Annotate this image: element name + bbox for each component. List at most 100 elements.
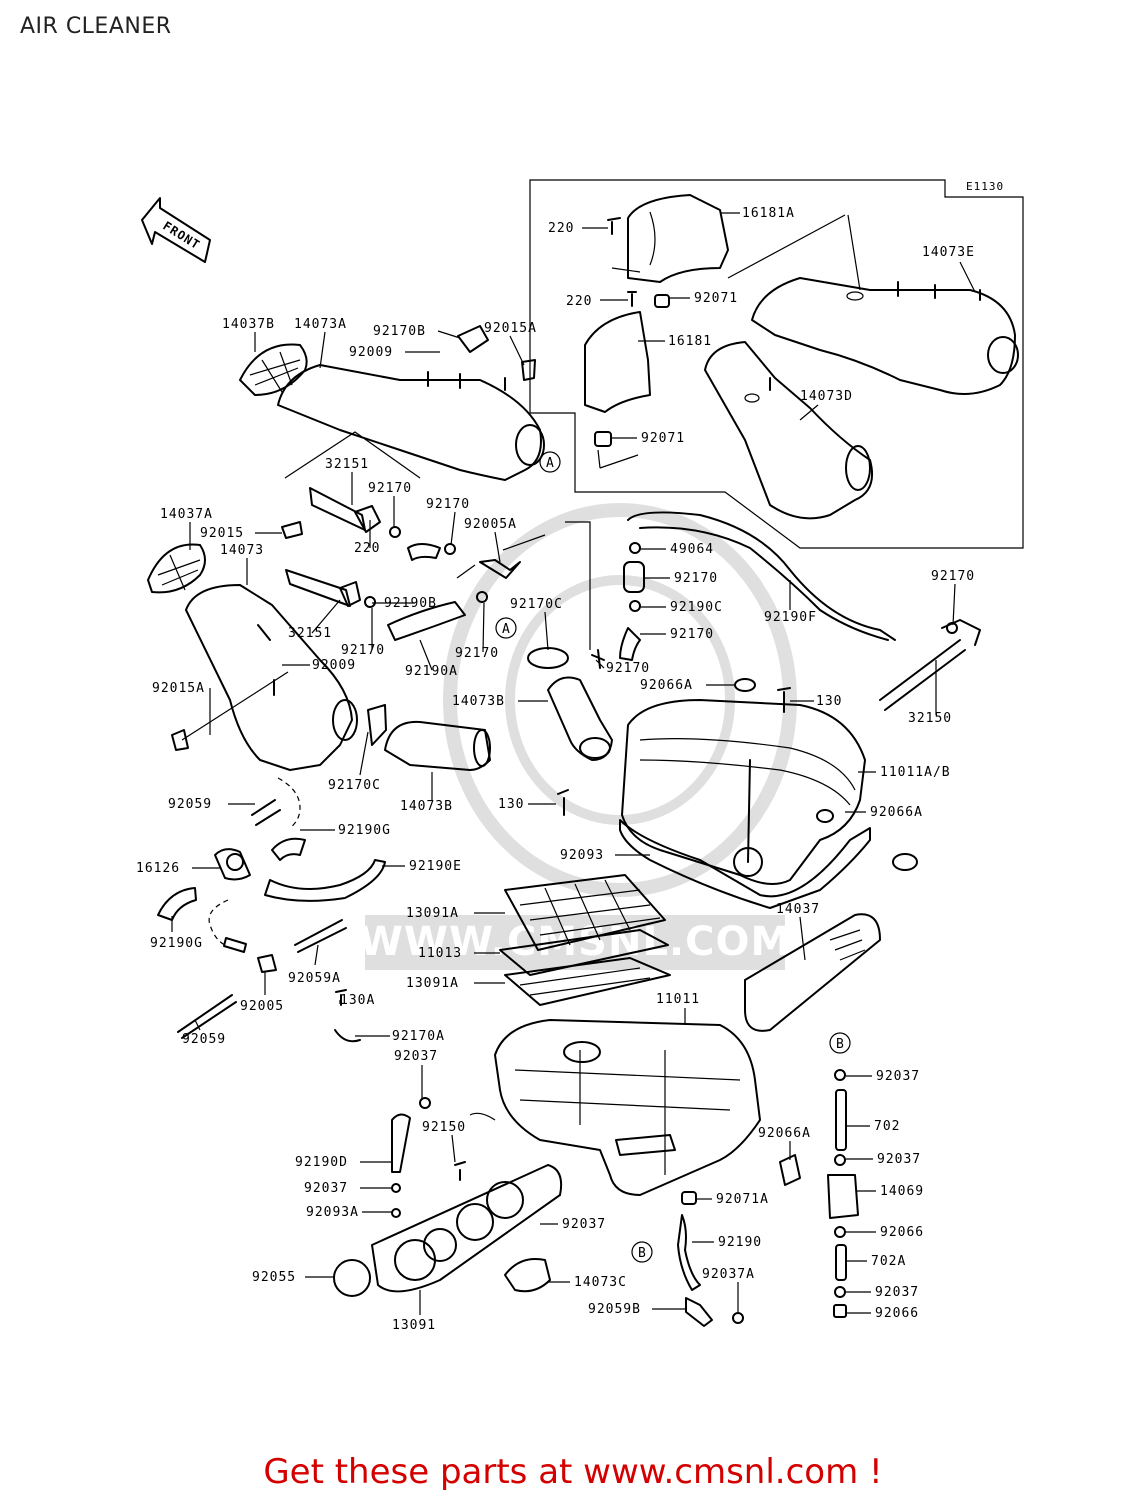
part-number-label: 13091 bbox=[392, 1318, 436, 1333]
part-callout: 32150 bbox=[908, 660, 952, 726]
part-callout: 702A bbox=[846, 1254, 906, 1269]
part-number-label: 702 bbox=[874, 1119, 900, 1134]
part-callout: 92190C bbox=[640, 600, 722, 615]
part-number-label: 92170 bbox=[426, 497, 470, 512]
part-callout: 14073 bbox=[220, 543, 263, 585]
leader-line bbox=[509, 335, 525, 366]
front-arrow-icon: FRONT bbox=[141, 197, 211, 263]
part-callout: 92170 bbox=[645, 571, 717, 586]
part-callout: 92005 bbox=[240, 972, 284, 1014]
part-number-label: 220 bbox=[548, 221, 574, 236]
part-number-label: 92071A bbox=[716, 1192, 769, 1207]
inset-frame bbox=[529, 179, 1024, 549]
part-callout: 92066A bbox=[640, 678, 735, 693]
part-number-label: 92009 bbox=[312, 658, 356, 673]
part-number-label: 11011 bbox=[656, 992, 700, 1007]
part-number-label: 92170 bbox=[931, 569, 975, 584]
part-callout: 14037A bbox=[160, 507, 212, 550]
part-number-label: 220 bbox=[566, 294, 592, 309]
leader-line bbox=[194, 1019, 201, 1031]
part-number-label: 92015A bbox=[152, 681, 205, 696]
figure-code: E1130 bbox=[966, 180, 1004, 193]
part-callout: 92093 bbox=[560, 848, 650, 863]
part-number-label: 92037 bbox=[562, 1217, 606, 1232]
part-number-label: 92190B bbox=[384, 596, 437, 611]
part-callout: 92170A bbox=[355, 1029, 445, 1044]
part-number-label: 92190F bbox=[764, 610, 817, 625]
part-number-label: 702A bbox=[871, 1254, 906, 1269]
part-callout: 14073D bbox=[799, 389, 852, 421]
leader-line bbox=[450, 511, 456, 546]
part-number-label: 92066 bbox=[880, 1225, 924, 1240]
part-number-label: 92190 bbox=[718, 1235, 762, 1250]
part-number-label: 14073B bbox=[452, 694, 505, 709]
part-callout: 92170 bbox=[931, 569, 975, 626]
part-callout: 92037 bbox=[846, 1069, 919, 1084]
part-number-label: 92170A bbox=[392, 1029, 445, 1044]
part-callout: 92037 bbox=[846, 1285, 918, 1300]
part-number-label: 92059 bbox=[168, 797, 212, 812]
part-number-label: 16181A bbox=[742, 206, 795, 221]
part-callout: 92150 bbox=[422, 1120, 465, 1163]
part-number-label: 92190A bbox=[405, 664, 458, 679]
leader-line bbox=[544, 611, 549, 651]
part-callout: 130 bbox=[498, 797, 556, 812]
part-callout: 14037 bbox=[776, 902, 819, 961]
part-callout: 92071 bbox=[612, 431, 684, 446]
ref-marker-b-right: B bbox=[829, 1032, 851, 1054]
part-callout: 92059 bbox=[168, 797, 255, 812]
part-number-label: 32151 bbox=[325, 457, 369, 472]
ref-marker-a-upper: A bbox=[539, 451, 561, 473]
part-number-label: 16181 bbox=[668, 334, 712, 349]
part-callout: 14073C bbox=[548, 1275, 626, 1290]
part-callout: 92071A bbox=[696, 1192, 769, 1207]
part-callout: 92005A bbox=[464, 517, 516, 563]
part-number-label: 92037A bbox=[702, 1267, 755, 1282]
part-number-label: 32151 bbox=[288, 626, 332, 641]
part-callout: 13091 bbox=[392, 1290, 436, 1333]
part-number-label: 130 bbox=[498, 797, 524, 812]
part-number-label: 220 bbox=[354, 541, 380, 556]
ref-marker-a-lower: A bbox=[495, 617, 517, 639]
part-number-label: 92005 bbox=[240, 999, 284, 1014]
part-callout: 130A bbox=[339, 993, 375, 1008]
part-callout: 92059B bbox=[588, 1302, 686, 1317]
leader-line bbox=[359, 731, 369, 776]
part-callout: 92037 bbox=[394, 1049, 437, 1100]
part-number-label: 92170 bbox=[670, 627, 714, 642]
part-callout: 92059A bbox=[288, 944, 340, 986]
part-callout: 92066A bbox=[758, 1126, 810, 1160]
leader-line bbox=[451, 1134, 456, 1163]
ref-marker-a-upper-label: A bbox=[546, 456, 555, 471]
part-number-label: 11011A/B bbox=[880, 765, 951, 780]
part-number-label: 92190G bbox=[150, 936, 203, 951]
part-number-label: 92170 bbox=[341, 643, 385, 658]
part-callout: 92015A bbox=[152, 681, 211, 735]
page-title: AIR CLEANER bbox=[20, 14, 172, 39]
part-callout: 92037 bbox=[846, 1152, 920, 1167]
part-callout: 130 bbox=[790, 694, 841, 709]
leader-line bbox=[437, 330, 461, 339]
part-callout: 220 bbox=[566, 294, 628, 309]
part-number-label: 92093A bbox=[306, 1205, 359, 1220]
part-number-label: 130A bbox=[340, 993, 375, 1008]
part-number-label: 92015 bbox=[200, 526, 244, 541]
part-callout: 92009 bbox=[282, 658, 356, 673]
part-callout: 11013 bbox=[418, 946, 500, 961]
part-callout: 92170 bbox=[426, 497, 470, 546]
hoses-and-clamps bbox=[157, 511, 981, 1039]
part-callout: 32151 bbox=[288, 599, 341, 641]
part-number-label: 92009 bbox=[349, 345, 393, 360]
part-callout: 702 bbox=[846, 1119, 900, 1134]
part-number-label: 92059 bbox=[182, 1032, 226, 1047]
inset-parts bbox=[584, 194, 1019, 520]
part-callout: 92170C bbox=[510, 597, 562, 651]
leader-line bbox=[952, 583, 956, 626]
part-number-label: 14037B bbox=[222, 317, 275, 332]
part-number-label: 32150 bbox=[908, 711, 952, 726]
part-callout: 92190B bbox=[372, 596, 437, 611]
part-callout: 92015 bbox=[200, 526, 282, 541]
ref-marker-a-lower-label: A bbox=[502, 622, 511, 637]
leader-line bbox=[482, 602, 485, 653]
